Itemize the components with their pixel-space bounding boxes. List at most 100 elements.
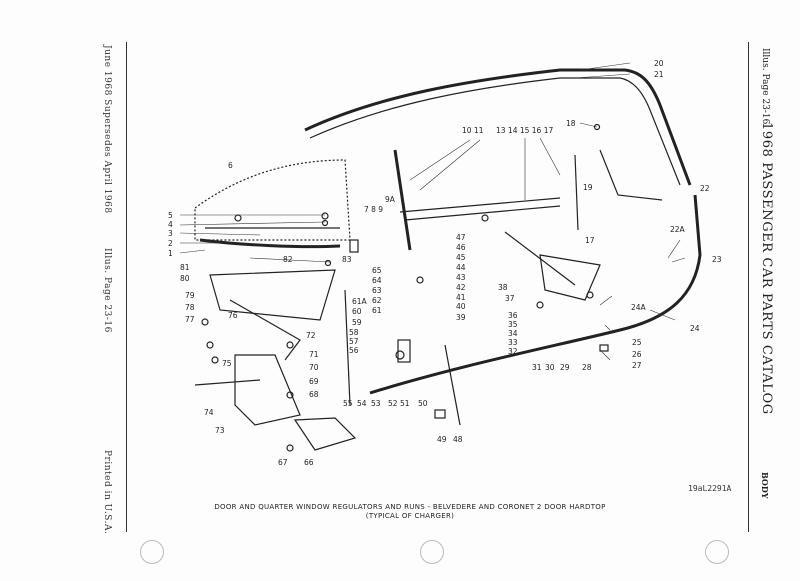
callout-36: 36	[508, 311, 518, 320]
callout-23: 23	[712, 255, 722, 264]
callout-63: 63	[372, 286, 382, 295]
quarter-front-frame	[574, 154, 579, 231]
callout-43: 43	[456, 273, 466, 282]
leader-lines	[179, 62, 686, 361]
callout-labels: 20 21 10 11 13 14 15 16 17 18 6 19 22 9A…	[168, 59, 722, 467]
callout-25: 25	[632, 338, 642, 347]
callout-60: 60	[352, 307, 362, 316]
callout-19: 19	[583, 183, 593, 192]
caption-line-1: DOOR AND QUARTER WINDOW REGULATORS AND R…	[214, 503, 606, 511]
small-fasteners	[201, 123, 609, 452]
regulator-pad	[293, 417, 357, 451]
callout-53: 53	[371, 399, 381, 408]
callout-47: 47	[456, 233, 466, 242]
callout-24: 24	[690, 324, 700, 333]
callout-42: 42	[456, 283, 466, 292]
door-regulator-arm	[209, 269, 336, 321]
callout-48: 48	[453, 435, 463, 444]
callout-34: 34	[508, 329, 518, 338]
binder-hole-center	[420, 540, 444, 564]
quarter-lower-seal	[369, 194, 702, 395]
callout-69: 69	[309, 377, 319, 386]
division-bar	[393, 149, 412, 251]
callout-80: 80	[180, 274, 190, 283]
callout-22: 22	[700, 184, 710, 193]
callout-74: 74	[204, 408, 214, 417]
callout-78: 78	[185, 303, 195, 312]
callout-28: 28	[582, 363, 592, 372]
door-regulator-lift	[229, 299, 301, 361]
front-run-channel	[344, 289, 351, 406]
callout-6: 6	[228, 161, 233, 170]
callout-13-17: 13 14 15 16 17	[496, 126, 553, 135]
callout-59: 59	[352, 318, 362, 327]
callout-58: 58	[349, 328, 359, 337]
regulator-base-plate	[234, 354, 301, 426]
callout-44: 44	[456, 263, 466, 272]
callout-26: 26	[632, 350, 642, 359]
binder-hole-right	[705, 540, 729, 564]
callout-61a: 61A	[352, 297, 368, 306]
callout-71: 71	[309, 350, 319, 359]
callout-49: 49	[437, 435, 447, 444]
callout-31: 31	[532, 363, 542, 372]
callout-68: 68	[309, 390, 319, 399]
callout-32: 32	[508, 347, 518, 356]
callout-24a: 24A	[631, 303, 647, 312]
binder-hole-left	[140, 540, 164, 564]
callout-45: 45	[456, 253, 466, 262]
callout-61: 61	[372, 306, 382, 315]
callout-3: 3	[168, 229, 173, 238]
callout-82: 82	[283, 255, 293, 264]
figure-caption: DOOR AND QUARTER WINDOW REGULATORS AND R…	[175, 503, 645, 521]
callout-29: 29	[560, 363, 570, 372]
quarter-rear-frame	[599, 149, 663, 201]
roof-rail-inner	[309, 77, 681, 186]
callout-35: 35	[508, 320, 518, 329]
callout-46: 46	[456, 243, 466, 252]
callout-1: 1	[168, 249, 173, 258]
callout-37: 37	[505, 294, 515, 303]
callout-33: 33	[508, 338, 518, 347]
callout-55: 55	[343, 399, 353, 408]
callout-64: 64	[372, 276, 382, 285]
callout-9a: 9A	[385, 195, 396, 204]
callout-67: 67	[278, 458, 288, 467]
lower-door-rail	[199, 238, 341, 249]
callout-41: 41	[456, 293, 466, 302]
callout-79: 79	[185, 291, 195, 300]
callout-75: 75	[222, 359, 232, 368]
roof-rail-weatherstrip	[304, 68, 692, 186]
callout-30: 30	[545, 363, 555, 372]
figure-number: 19aL2291A	[688, 484, 732, 493]
upper-glass-run	[399, 197, 561, 213]
callout-66: 66	[304, 458, 314, 467]
rear-run-channel	[444, 344, 461, 426]
callout-51: 51	[400, 399, 410, 408]
callout-27: 27	[632, 361, 642, 370]
regulator-lower-arm	[194, 379, 261, 386]
right-margin-rule	[748, 42, 749, 532]
callout-77: 77	[185, 315, 195, 324]
callout-2: 2	[168, 239, 173, 248]
callout-38: 38	[498, 283, 508, 292]
callout-21: 21	[654, 70, 664, 79]
callout-57: 57	[349, 337, 359, 346]
door-glass	[194, 159, 351, 241]
callout-5: 5	[168, 211, 173, 220]
quarter-regulator-body	[539, 254, 601, 301]
callout-54: 54	[357, 399, 367, 408]
callout-56: 56	[349, 346, 359, 355]
callout-10-11: 10 11	[462, 126, 484, 135]
callout-22a: 22A	[670, 225, 686, 234]
callout-65: 65	[372, 266, 382, 275]
callout-17: 17	[585, 236, 595, 245]
callout-81: 81	[180, 263, 190, 272]
left-margin-rule	[126, 42, 127, 532]
callout-52: 52	[388, 399, 398, 408]
callout-7-8-9: 7 8 9	[364, 205, 383, 214]
callout-40: 40	[456, 302, 466, 311]
callout-73: 73	[215, 426, 225, 435]
